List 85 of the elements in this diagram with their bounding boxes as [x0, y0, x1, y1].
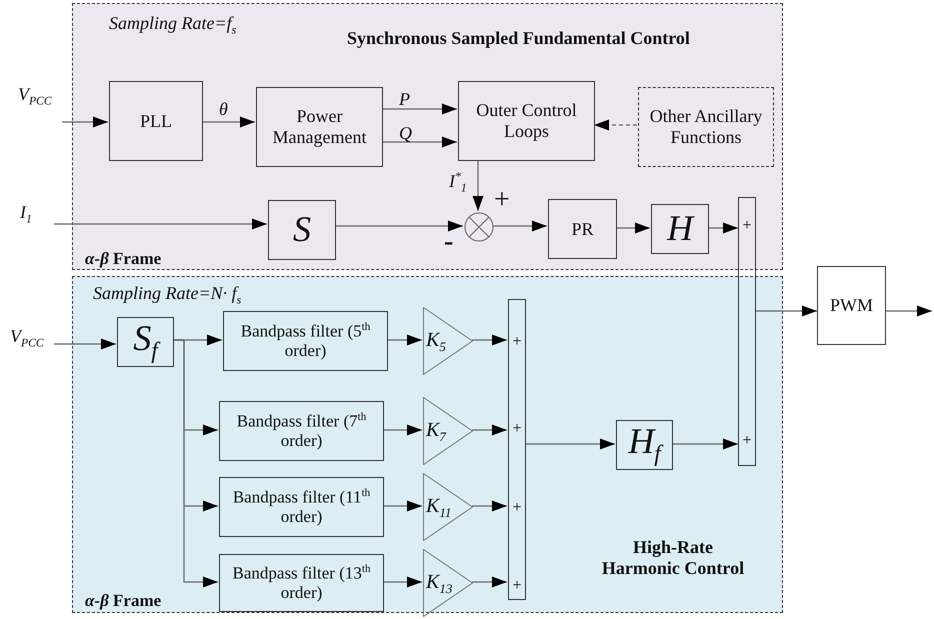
summing-junction	[464, 212, 494, 242]
block	[256, 87, 383, 167]
arrow	[62, 116, 108, 128]
arrow	[387, 334, 422, 346]
block-label: Outer Control Loops	[475, 100, 578, 142]
block-label: S	[293, 209, 311, 251]
plus-sign: +	[511, 421, 523, 437]
minus-sign: -	[444, 228, 454, 256]
plus-sign: +	[511, 578, 523, 594]
region-title: Synchronous Sampled Fundamental Control	[347, 28, 690, 49]
arrow	[472, 334, 507, 346]
block-label: Bandpass filter (5$^{th}$ order)	[240, 321, 372, 361]
signal-label: V$_{PCC}$	[10, 326, 44, 350]
arrow	[202, 116, 255, 128]
gain-label: K$_{11}$	[426, 495, 452, 521]
edge-label: θ	[218, 100, 229, 118]
edge-label: Q	[398, 124, 413, 142]
edge-label: P	[398, 90, 411, 108]
block-label: PLL	[140, 110, 172, 132]
sampling-rate-note: Sampling Rate=f$_{s}$	[109, 13, 236, 37]
gain-triangle	[423, 397, 473, 465]
dashed-arrow	[594, 120, 637, 130]
gain-label: K$_{13}$	[426, 571, 452, 597]
gain-triangle	[423, 307, 473, 375]
plus-sign: +	[741, 433, 753, 449]
arrow	[382, 104, 457, 114]
arrow	[54, 218, 267, 230]
block	[548, 199, 617, 259]
block-label: S$_{f}$	[133, 318, 158, 366]
arrow	[383, 500, 422, 512]
frame-label: α-β Frame	[85, 591, 162, 611]
arrow	[616, 222, 650, 234]
arrow	[472, 500, 507, 512]
arrow	[472, 576, 507, 588]
signal-label: I$_{1}$	[20, 202, 32, 226]
block	[223, 311, 388, 371]
plus-sign: +	[511, 334, 523, 350]
gain-label: K$_{5}$	[426, 329, 446, 355]
frame-label: α-β Frame	[85, 249, 162, 269]
block	[651, 204, 709, 254]
block	[219, 477, 384, 537]
sampling-rate-note: Sampling Rate=N· f$_{s}$	[93, 283, 242, 307]
arrow	[493, 220, 547, 232]
block	[616, 420, 673, 470]
dashed-region	[72, 3, 783, 270]
arrow	[383, 424, 422, 436]
plus-sign: +	[741, 218, 753, 234]
gain-triangle	[423, 473, 473, 541]
block-label: Bandpass filter (7$^{th}$ order)	[236, 411, 368, 451]
dashed-block	[638, 87, 774, 167]
arrow	[708, 222, 738, 234]
block	[219, 554, 384, 612]
block	[117, 317, 174, 367]
block	[268, 200, 336, 260]
arrow	[383, 576, 422, 588]
block	[817, 266, 886, 345]
arrow	[335, 220, 463, 232]
block-label: Other Ancillary Functions	[648, 106, 764, 148]
arrow	[173, 339, 218, 588]
arrow	[472, 160, 484, 211]
summing-bar	[508, 299, 526, 600]
block-label: Power Management	[272, 106, 368, 148]
gain-label: K$_{7}$	[426, 419, 446, 445]
block	[109, 81, 203, 161]
signal-label: V$_{PCC}$	[18, 84, 52, 108]
plus-sign: +	[511, 500, 523, 516]
block	[219, 401, 384, 461]
arrow	[382, 136, 457, 148]
block-label: Bandpass filter (11$^{th}$ order)	[232, 487, 372, 527]
arrow	[472, 424, 507, 436]
block-label: H$_{f}$	[628, 421, 661, 469]
arrow	[54, 338, 116, 350]
block-label: Bandpass filter (13$^{th}$ order)	[232, 563, 372, 603]
arrow	[525, 438, 615, 450]
plus-sign: +	[494, 186, 510, 214]
block-label: H	[667, 208, 693, 250]
block	[458, 81, 595, 161]
region-title: High-Rate Harmonic Control	[600, 537, 746, 579]
arrow	[886, 306, 932, 316]
gain-triangle	[423, 549, 473, 617]
block-label: PWM	[830, 295, 873, 316]
arrow	[756, 306, 817, 316]
block-label: PR	[571, 218, 594, 240]
summing-bar	[738, 197, 756, 466]
arrow	[672, 438, 738, 450]
